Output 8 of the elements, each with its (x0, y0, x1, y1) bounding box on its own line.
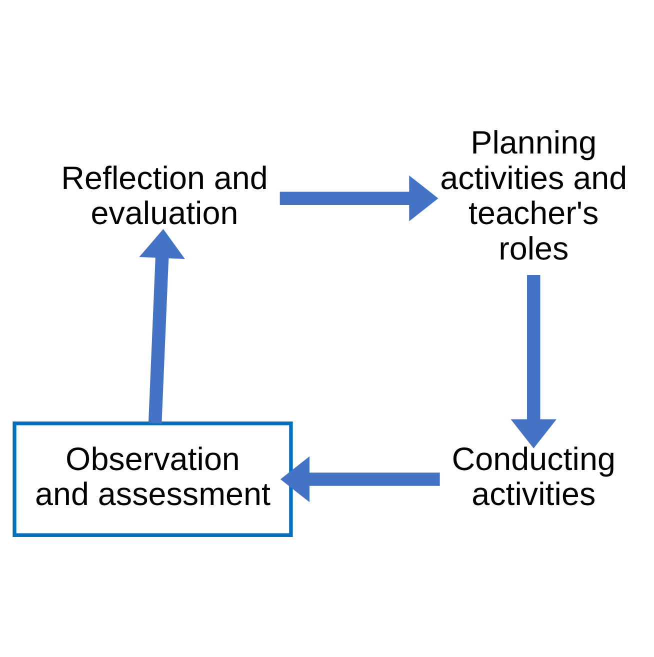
node-text: Conducting activities (452, 440, 616, 512)
arrow (280, 175, 438, 222)
arrow (280, 456, 440, 502)
node-text: Reflection and evaluation (61, 160, 268, 232)
node-text: Planning activities and teacher's roles (440, 124, 628, 267)
arrow (139, 228, 185, 424)
arrow (510, 275, 556, 448)
node-box: Observation and assessment (12, 422, 293, 537)
